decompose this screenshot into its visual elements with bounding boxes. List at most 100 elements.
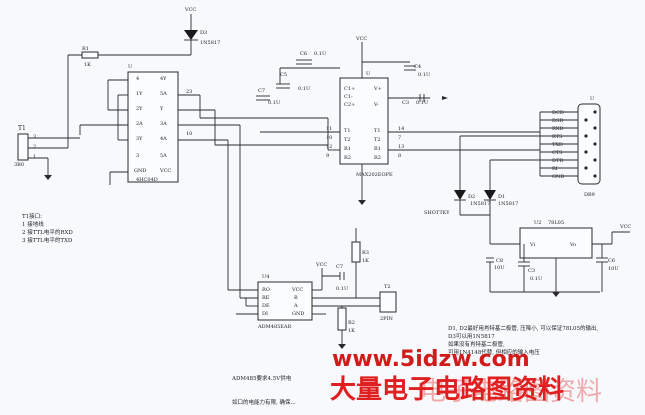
watermark: 电子电路图资料 www.5idzw.com 大量电子电路图资料 — [330, 347, 602, 407]
cap-value: 0.1U — [336, 286, 348, 292]
schottky-label: SHOTTKY — [424, 210, 450, 216]
max-pin-num: 13 — [398, 144, 404, 150]
inverter-part: 4HC04D — [136, 177, 158, 183]
max-part: MAX202EOPE — [356, 172, 393, 178]
cap-value: 0.1U — [418, 72, 430, 78]
inv-pin: 2A — [136, 121, 143, 127]
max-pin: R2 — [374, 155, 381, 161]
max-pin: R2 — [344, 155, 351, 161]
db9-pin: RTS — [552, 134, 563, 140]
u4-adm485: U4 RO RE DE DI VCC B A GND ADM485EAR VCC… — [228, 262, 380, 330]
u4-part: ADM485EAR — [257, 324, 292, 330]
cap-value: 0.1U — [268, 100, 280, 106]
u4-pin: A — [293, 303, 298, 309]
t1-pin: 2 — [33, 144, 36, 150]
inverter-chip: U 4 4Y 1Y 5A 2Y Y 2A 3A 3Y 4A 3 5A GND V… — [79, 54, 328, 298]
t1-note-line: T1接口: — [22, 212, 42, 220]
note-line: 如口的电能力有限, 确保... — [232, 398, 296, 406]
t2-ref: T2 — [384, 284, 391, 290]
t1-note-line: 1 接地线 — [22, 220, 44, 228]
vcc-label: VCC — [355, 36, 367, 42]
cap-ref: C5 — [280, 72, 287, 78]
vcc-label: VCC — [619, 224, 631, 230]
cap-ref: C6 — [608, 258, 615, 264]
u4-pin: RE — [262, 295, 270, 301]
u2-ref: U2 — [534, 220, 541, 226]
d3-symbol — [184, 30, 198, 40]
d3-diode: VCC D3 1N5817 — [67, 7, 220, 80]
db9-part: DB9 — [584, 192, 595, 198]
cap-value: 10U — [494, 265, 505, 271]
r3-value: 1K — [362, 258, 369, 264]
t1-pin: 3 — [33, 134, 36, 140]
u2-part: 78L05 — [548, 220, 564, 226]
cap-value: 0.1U — [314, 51, 326, 57]
r1-value: 1K — [84, 62, 91, 68]
u4-pin: B — [294, 295, 298, 301]
d1-ref: D1 — [498, 194, 505, 200]
cap-ref: C7 — [258, 88, 265, 94]
d3-ref: D3 — [200, 30, 207, 36]
u4-ref: U4 — [262, 274, 269, 280]
watermark-shadow: 电子电路图资料 — [420, 377, 602, 407]
cap-ref: C8 — [496, 258, 503, 264]
t1-pin: 1 — [33, 154, 36, 160]
note-line: 可用1N4148代替, 但相应的输入电压 — [448, 348, 540, 356]
vcc-label-top: VCC — [184, 7, 196, 13]
cap-ref: C6 — [300, 51, 307, 57]
d3-part: 1N5817 — [200, 40, 220, 46]
watermark-text: 大量电子电路图资料 — [330, 374, 564, 405]
u4-pin: DE — [262, 303, 270, 309]
ground-symbol — [338, 344, 346, 349]
inv-pin: 3 — [136, 153, 139, 159]
r3-ref: R3 — [362, 250, 369, 256]
u2-regulator: U2 78L05 Vi Vo VCC C8 10U C3 0.1U C6 10U — [486, 220, 631, 297]
inverter-ref: U — [128, 64, 132, 70]
u4-pin: RO — [262, 287, 270, 293]
max-pin: T2 — [344, 137, 351, 143]
inv-pin: 4 — [136, 76, 139, 82]
inv-pin: Y — [159, 106, 164, 112]
u2-pin: Vi — [529, 242, 536, 248]
max-pin-num: 9 — [326, 153, 329, 159]
t2-tag: 2PIN — [380, 316, 394, 322]
max-pin: R1 — [374, 146, 381, 152]
db9-pin: DCD — [552, 110, 564, 116]
note-line: ADM485要求4.5V供电 — [231, 374, 292, 382]
max-pin: T2 — [374, 137, 381, 143]
t1-ref: T1 — [18, 125, 26, 132]
r2-r3-resistors: R3 1K R2 1K — [337, 228, 369, 349]
max-ref: U — [366, 71, 370, 77]
cap-ref: C3 — [402, 100, 409, 106]
t1-notes: T1接口: 1 接地线 2 接TTL电平的RXD 3 接TTL电平的TXD — [22, 212, 73, 244]
r2-ref: R2 — [348, 320, 355, 326]
d2-symbol — [454, 190, 466, 200]
db9-connector: U DB9 DCD DSR RXD RTS TXD CTS DTR RI GND — [460, 96, 601, 198]
r1-resistor: R1 1K — [81, 46, 99, 68]
inv-pin-num: 23 — [186, 89, 192, 95]
max-pin: C2+ — [344, 102, 355, 108]
ground-symbol — [358, 200, 366, 205]
u4-pin: VCC — [291, 287, 303, 293]
cap-value: 0.1U — [416, 100, 428, 106]
max-pin-num: 7 — [398, 135, 401, 141]
inv-pin: 4A — [160, 136, 167, 142]
cap-ref: C3 — [528, 268, 535, 274]
max-caps: C6 0.1U C5 0.1U C7 0.1U VCC C4 0.1U C3 0… — [256, 36, 448, 106]
t1-tag: 3B0 — [14, 162, 24, 168]
db9-pin: RI — [552, 166, 558, 172]
db9-pin: RXD — [552, 126, 563, 132]
max-pin-num: 12 — [326, 144, 332, 150]
cap-ref: C7 — [336, 264, 343, 270]
vcc-label: VCC — [315, 262, 327, 268]
cap-value: 0.1U — [530, 276, 542, 282]
max-pin-num: 14 — [398, 126, 404, 132]
d2-part: 1N5817 — [470, 201, 490, 207]
max-pin-num: 11 — [326, 126, 332, 132]
max-pin: R1 — [344, 146, 351, 152]
t2-connector: T2 2PIN — [379, 284, 397, 322]
max-pin: V+ — [373, 86, 382, 92]
db9-pin: DTR — [552, 158, 563, 164]
cap-value: 10U — [608, 266, 619, 272]
max-pin: V- — [373, 102, 379, 108]
